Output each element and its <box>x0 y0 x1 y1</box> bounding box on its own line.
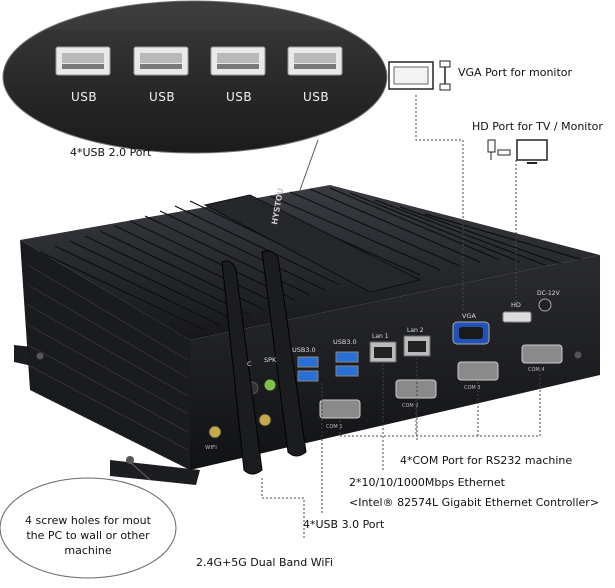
lan-ports <box>369 335 431 363</box>
com-ports <box>319 344 563 419</box>
panel-label-spk: SPK <box>264 356 277 364</box>
wifi-connector-icon <box>258 413 272 427</box>
mini-pc-device <box>14 185 600 485</box>
label-ethernet-controller: <Intel® 82574L Gigabit Ethernet Controll… <box>349 496 600 509</box>
monitor-icon <box>388 61 434 90</box>
wifi-connector-icon <box>208 425 222 439</box>
panel-label-com4: COM 4 <box>528 367 545 373</box>
usb-port-icon <box>133 46 189 76</box>
panel-label-vga: VGA <box>462 312 476 320</box>
screw-hole-icon <box>574 351 582 359</box>
inset-usb-label: USB <box>71 90 98 104</box>
label-screw-holes: 4 screw holes for mout the PC to wall or… <box>25 514 151 557</box>
antenna-icon <box>221 260 263 475</box>
inset-usb-label: USB <box>303 90 330 104</box>
screw-hole-icon <box>126 456 134 464</box>
panel-label-usb3-left: USB3.0 <box>292 346 316 354</box>
usb2-callout-line <box>299 139 319 191</box>
label-com: 4*COM Port for RS232 machine <box>400 454 573 467</box>
hdmi-cable-icon <box>487 139 511 160</box>
antenna-icon <box>261 250 307 457</box>
panel-label-dc: DC-12V <box>537 290 561 297</box>
panel-label-com2: COM 2 <box>402 403 419 409</box>
panel-label-lan2: Lan 2 <box>407 327 424 334</box>
label-hd: HD Port for TV / Monitor <box>472 120 603 133</box>
tv-icon <box>516 139 548 164</box>
panel-label-mic: C <box>247 360 252 368</box>
callout-lines <box>261 95 541 540</box>
panel-label-com1: COM 1 <box>326 424 343 430</box>
usb-port-icon <box>287 46 343 76</box>
panel-label-com3: COM 3 <box>464 385 481 391</box>
label-vga: VGA Port for monitor <box>458 66 573 79</box>
vga-port <box>452 321 490 345</box>
usb-port-icon <box>210 46 266 76</box>
label-wifi: 2.4G+5G Dual Band WiFi <box>196 556 334 569</box>
panel-label-usb3-right: USB3.0 <box>333 338 357 346</box>
screw-hole-callout <box>0 461 177 579</box>
screw-hole-icon <box>36 352 44 360</box>
inset-usb-label: USB <box>149 90 176 104</box>
vga-cable-icon <box>439 60 451 91</box>
dc-jack-icon <box>538 298 552 312</box>
side-fins <box>27 264 189 451</box>
label-usb3: 4*USB 3.0 Port <box>303 518 385 531</box>
usb3-ports <box>297 351 359 382</box>
usb-port-icon <box>55 46 111 76</box>
label-usb2: 4*USB 2.0 Port <box>70 146 152 159</box>
inset-usb-label: USB <box>226 90 253 104</box>
audio-jack-icon <box>263 378 277 392</box>
panel-label-lan1: Lan 1 <box>372 333 389 340</box>
panel-label-wifi: WIFI <box>205 445 217 451</box>
label-ethernet: 2*10/10/1000Mbps Ethernet <box>349 476 505 489</box>
hd-port <box>502 311 532 323</box>
usb-zoom-inset <box>2 0 388 154</box>
